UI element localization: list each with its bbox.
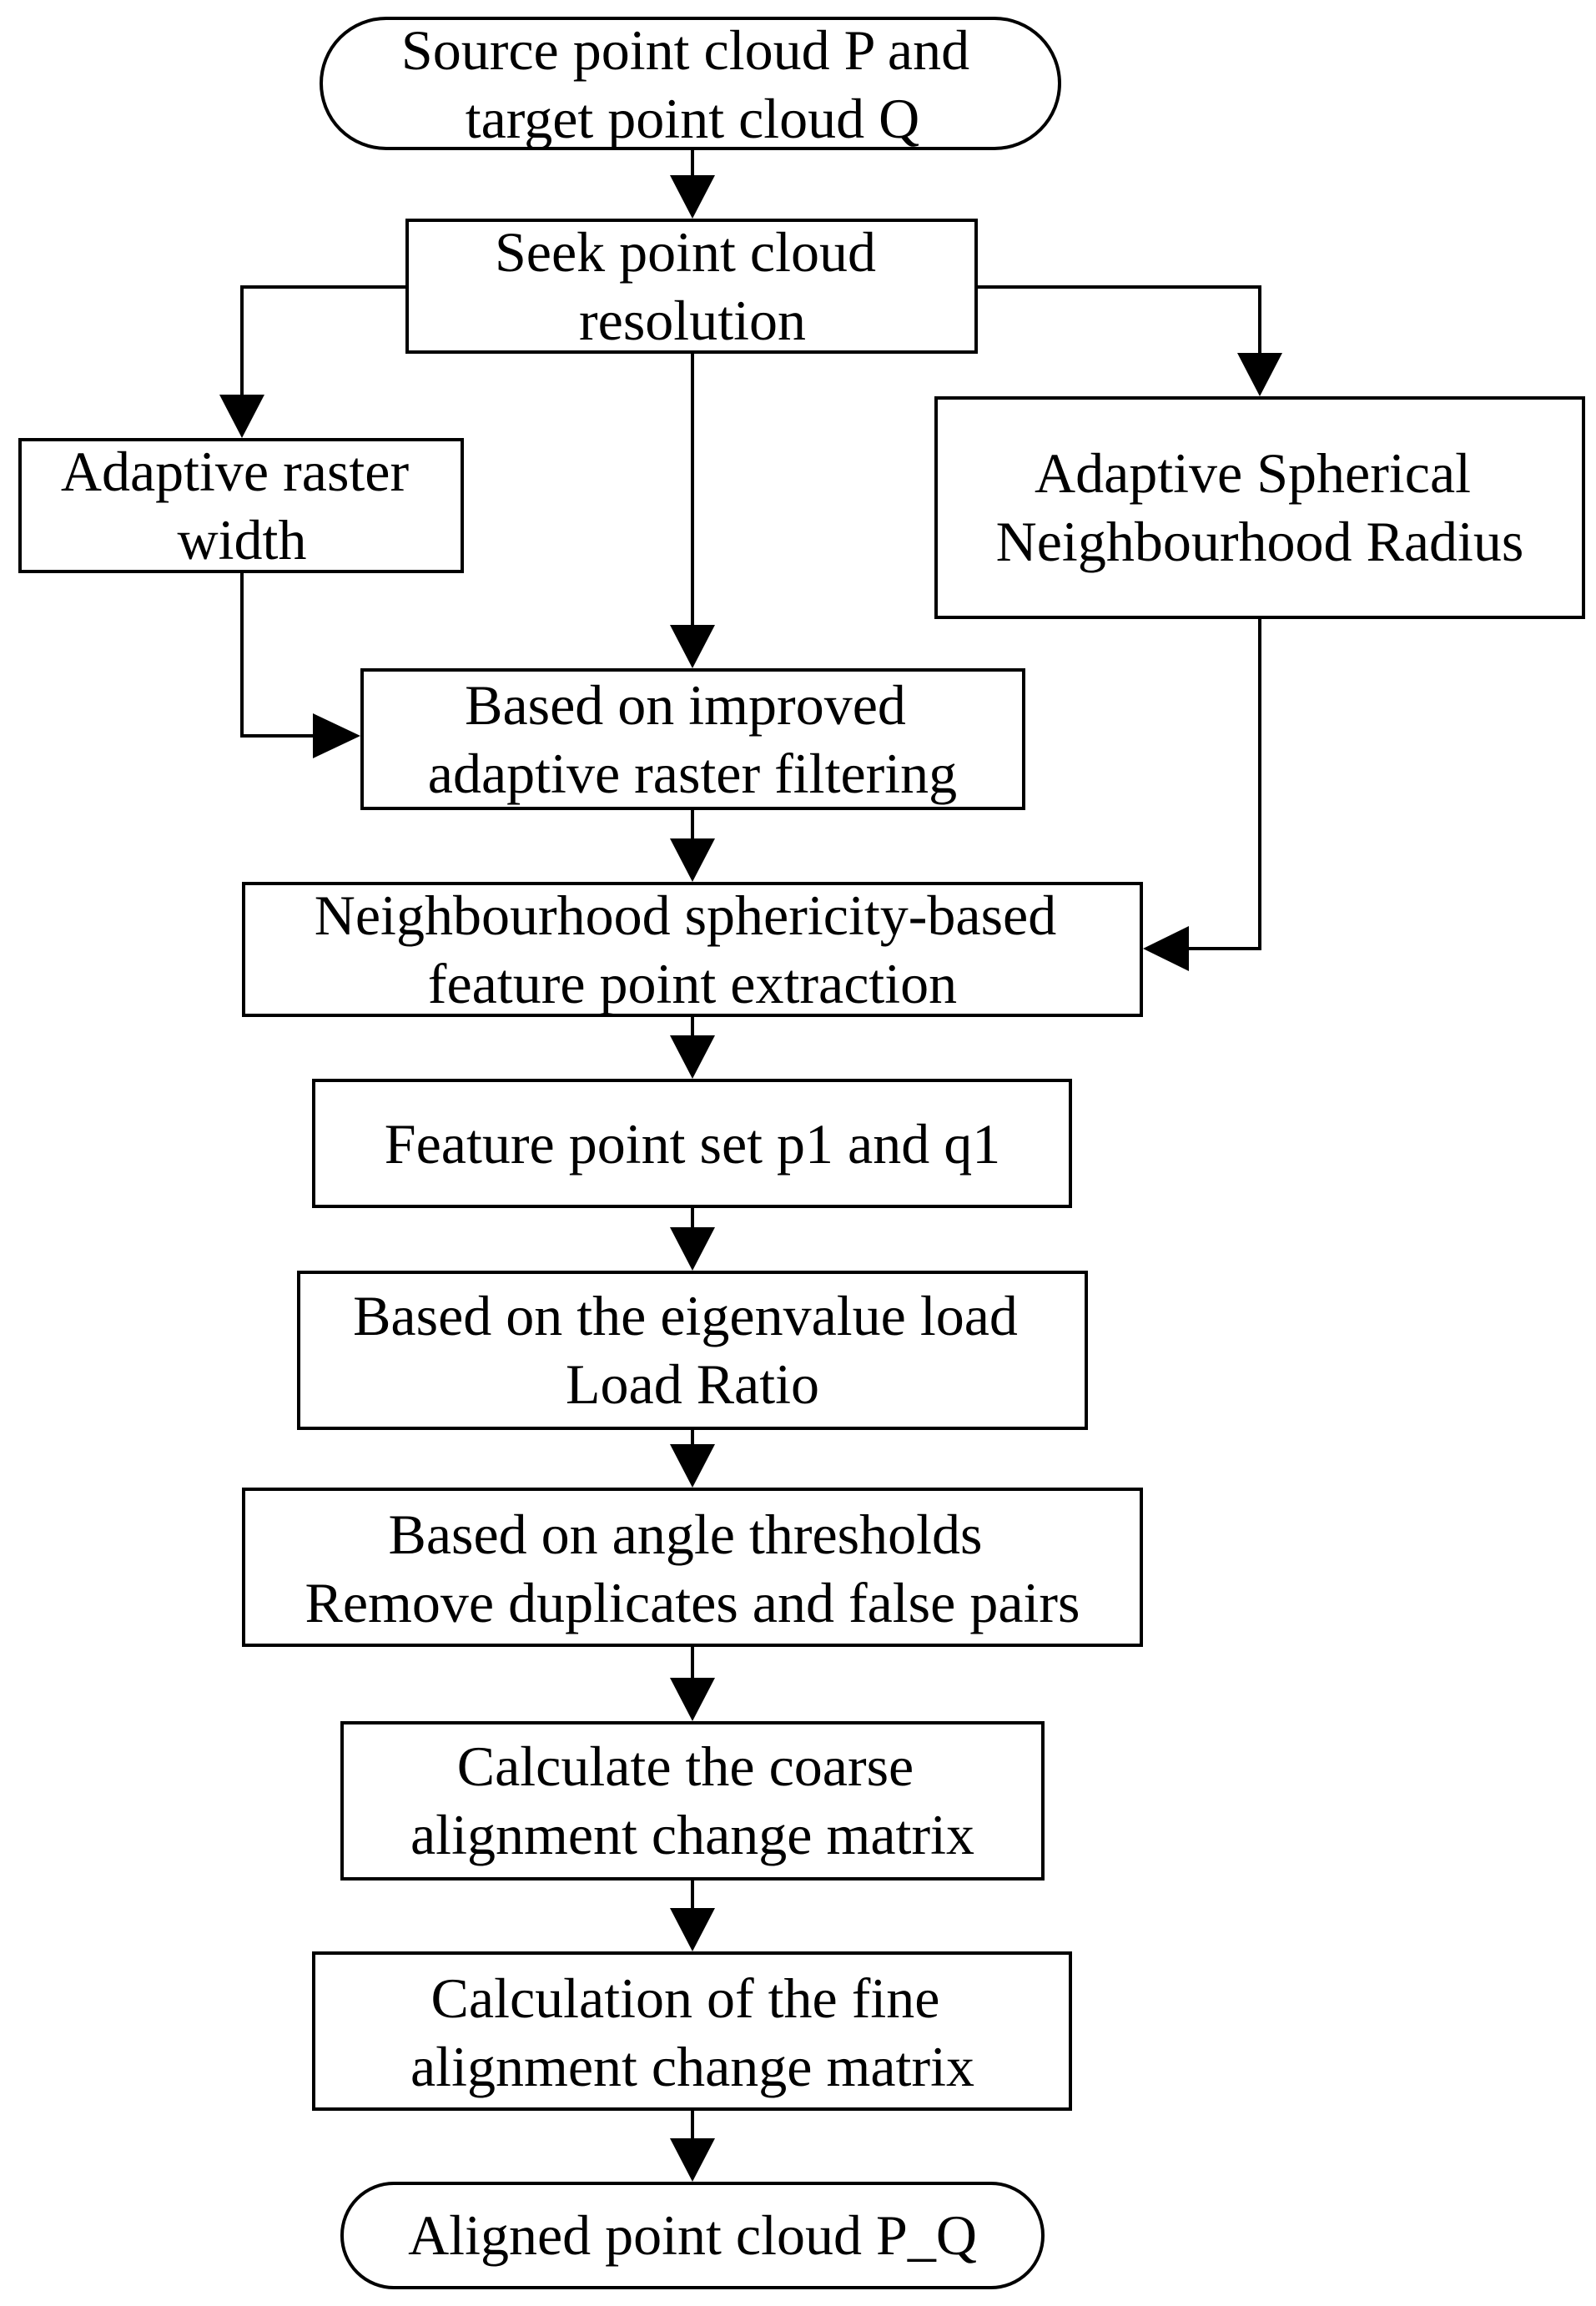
node-feature-extraction: Neighbourhood sphericity-based feature p… bbox=[242, 882, 1143, 1017]
edge-start-to-seek bbox=[670, 149, 715, 219]
svg-text:Based on the eigenvalue load: Based on the eigenvalue load Load Ratio bbox=[353, 1284, 1032, 1416]
edge-spherical-radius-to-feature-extraction bbox=[1143, 617, 1261, 971]
svg-text:Feature point set p1 and q1: Feature point set p1 and q1 bbox=[385, 1112, 1000, 1176]
node-eigenvalue-load-ratio: Based on the eigenvalue load Load Ratio bbox=[297, 1271, 1088, 1430]
node-fine-line-2: alignment change matrix bbox=[410, 2035, 974, 2098]
edge-seek-to-raster-width bbox=[219, 285, 407, 438]
node-coarse-alignment: Calculate the coarse alignment change ma… bbox=[340, 1721, 1045, 1881]
svg-text:Based on angle thresholds: Based on angle thresholds Remove duplica… bbox=[305, 1503, 1080, 1634]
node-spherical-radius-line-1: Adaptive Spherical bbox=[1035, 441, 1471, 505]
node-angle-thresholds: Based on angle thresholds Remove duplica… bbox=[242, 1488, 1143, 1647]
svg-text:Source point cloud P and: Source point cloud P and target point cl… bbox=[401, 18, 984, 150]
node-seek-line-2: resolution bbox=[579, 289, 806, 352]
node-start-line-2: target point cloud Q bbox=[466, 87, 920, 150]
edge-feature-extraction-to-feature-set bbox=[670, 1015, 715, 1079]
svg-text:Neighbourhood sphericity-based: Neighbourhood sphericity-based feature p… bbox=[315, 884, 1070, 1015]
node-raster-width-line-1: Adaptive raster bbox=[61, 440, 410, 503]
node-adaptive-raster-width: Adaptive raster width bbox=[18, 438, 464, 573]
node-feature-extraction-line-1: Neighbourhood sphericity-based bbox=[315, 884, 1056, 947]
node-raster-filtering-line-1: Based on improved bbox=[465, 673, 906, 737]
node-fine-alignment: Calculation of the fine alignment change… bbox=[312, 1951, 1072, 2111]
node-end-line-1: Aligned point cloud P_Q bbox=[408, 2203, 977, 2267]
svg-text:Aligned point cloud P_Q: Aligned point cloud P_Q bbox=[408, 2203, 977, 2267]
node-angle-thresholds-line-1: Based on angle thresholds bbox=[389, 1503, 983, 1566]
edge-seek-to-spherical-radius bbox=[976, 285, 1282, 396]
svg-text:Adaptive raster width: Adaptive raster width bbox=[61, 440, 423, 571]
node-fine-line-1: Calculation of the fine bbox=[431, 1966, 940, 2030]
edges bbox=[219, 149, 1282, 2182]
node-spherical-radius-line-2: Neighbourhood Radius bbox=[996, 510, 1524, 573]
nodes: Source point cloud P and target point cl… bbox=[18, 17, 1585, 2289]
node-feature-point-set: Feature point set p1 and q1 bbox=[312, 1079, 1072, 1208]
node-coarse-line-1: Calculate the coarse bbox=[457, 1735, 914, 1798]
edge-raster-filtering-to-feature-extraction bbox=[670, 808, 715, 882]
node-raster-width-line-2: width bbox=[178, 508, 307, 571]
node-angle-thresholds-line-2: Remove duplicates and false pairs bbox=[305, 1571, 1080, 1634]
svg-text:Based on improved adap: Based on improved adaptive raster filter… bbox=[428, 673, 957, 805]
node-coarse-line-2: alignment change matrix bbox=[410, 1803, 974, 1866]
svg-text:Calculation of the fine: Calculation of the fine alignment change… bbox=[410, 1966, 974, 2098]
node-seek-line-1: Seek point cloud bbox=[495, 220, 876, 284]
node-eigenvalue-line-1: Based on the eigenvalue load bbox=[353, 1284, 1018, 1347]
edge-coarse-to-fine bbox=[670, 1879, 715, 1951]
svg-text:Calculate the coarse a: Calculate the coarse alignment change ma… bbox=[410, 1735, 974, 1866]
edge-raster-width-to-raster-filtering bbox=[240, 571, 360, 758]
edge-seek-to-raster-filtering bbox=[670, 352, 715, 668]
node-start: Source point cloud P and target point cl… bbox=[320, 17, 1061, 150]
node-adaptive-spherical-radius: Adaptive Spherical Neighbourhood Radius bbox=[934, 396, 1585, 619]
svg-text:Adaptive Spherical Nei: Adaptive Spherical Neighbourhood Radius bbox=[996, 441, 1524, 573]
node-end: Aligned point cloud P_Q bbox=[340, 2182, 1045, 2289]
edge-eigenvalue-to-angle-thresholds bbox=[670, 1428, 715, 1488]
node-eigenvalue-line-2: Load Ratio bbox=[566, 1352, 819, 1416]
node-feature-set-line-1: Feature point set p1 and q1 bbox=[385, 1112, 1000, 1176]
node-raster-filtering: Based on improved adaptive raster filter… bbox=[360, 668, 1025, 810]
edge-angle-thresholds-to-coarse bbox=[670, 1645, 715, 1721]
svg-text:Seek point cloud resol: Seek point cloud resolution bbox=[495, 220, 890, 352]
edge-fine-to-end bbox=[670, 2109, 715, 2182]
node-feature-extraction-line-2: feature point extraction bbox=[428, 952, 957, 1015]
node-seek-resolution: Seek point cloud resolution bbox=[405, 219, 978, 354]
node-raster-filtering-line-2: adaptive raster filtering bbox=[428, 742, 957, 805]
edge-feature-set-to-eigenvalue bbox=[670, 1206, 715, 1271]
node-start-line-1: Source point cloud P and bbox=[401, 18, 969, 82]
